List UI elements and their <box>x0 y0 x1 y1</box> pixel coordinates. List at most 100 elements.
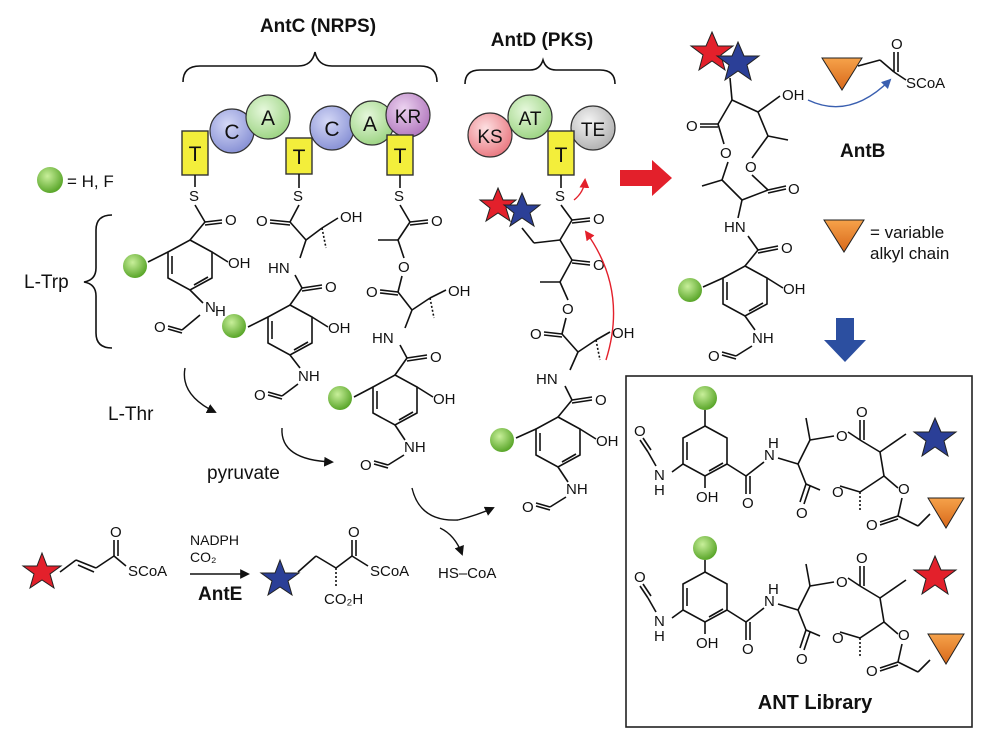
svg-text:OH: OH <box>433 391 456 408</box>
blue-star-icon <box>715 40 761 82</box>
svg-text:O: O <box>836 428 848 445</box>
green-dot-icon <box>693 386 717 410</box>
structure-3: S O O O OH HN O OH NH O <box>328 175 471 474</box>
label-thr: L-Thr <box>108 404 154 425</box>
big-blue-arrow <box>824 318 866 362</box>
orange-triangle-icon <box>927 633 965 665</box>
svg-text:N: N <box>654 467 665 484</box>
red-curved-arrow <box>584 230 615 361</box>
svg-text:CO₂H: CO₂H <box>324 591 363 608</box>
structure-1: S O OH N H O <box>123 175 251 336</box>
orange-triangle-icon <box>927 497 965 529</box>
blue-star-icon <box>912 416 958 458</box>
svg-text:S: S <box>394 188 404 205</box>
svg-text:O: O <box>225 212 237 229</box>
svg-text:OH: OH <box>596 433 619 450</box>
red-release-arrow <box>573 178 590 201</box>
svg-text:OH: OH <box>782 87 805 104</box>
legend-triangle-text-2: alkyl chain <box>870 244 949 263</box>
svg-text:O: O <box>530 326 542 343</box>
label-co2: CO₂ <box>190 549 216 565</box>
svg-text:O: O <box>686 118 698 135</box>
svg-text:N: N <box>764 447 775 464</box>
svg-text:NH: NH <box>298 368 320 385</box>
blue-star-icon <box>259 558 301 597</box>
domain-label-c1: C <box>224 121 239 144</box>
svg-text:N: N <box>764 593 775 610</box>
svg-text:O: O <box>562 301 574 318</box>
big-red-arrow <box>620 160 672 196</box>
legend-triangle-text-1: = variable <box>870 223 944 242</box>
green-dot-icon <box>693 536 717 560</box>
green-dot-icon <box>678 278 702 302</box>
svg-text:O: O <box>348 524 360 541</box>
thr-arrow <box>183 367 217 413</box>
antb-curved-arrow <box>807 78 892 108</box>
legend-green-dot-text: = H, F <box>67 172 114 191</box>
svg-text:HN: HN <box>724 219 746 236</box>
svg-text:OH: OH <box>448 283 471 300</box>
svg-text:OH: OH <box>783 281 806 298</box>
antb-intermediate: OH O O O O HN O OH NH <box>678 30 806 365</box>
label-antb: AntB <box>840 141 885 162</box>
svg-text:OH: OH <box>612 325 635 342</box>
svg-text:H: H <box>654 482 665 499</box>
green-dot-icon <box>123 254 147 278</box>
svg-text:O: O <box>796 651 808 668</box>
red-star-icon <box>478 186 518 223</box>
svg-text:OH: OH <box>328 320 351 337</box>
domain-label-a2: A <box>363 113 377 136</box>
domain-at <box>507 94 553 140</box>
svg-text:NH: NH <box>752 330 774 347</box>
extender-arrow-curve <box>411 487 459 521</box>
svg-text:O: O <box>595 392 607 409</box>
svg-text:O: O <box>742 495 754 512</box>
label-ante: AntE <box>198 584 242 605</box>
svg-text:S: S <box>555 188 565 205</box>
hscoa-arrow <box>439 527 464 556</box>
svg-text:SCoA: SCoA <box>370 563 409 580</box>
antc-brace <box>182 51 438 83</box>
structure-2: S O OH HN O OH NH O <box>222 174 363 404</box>
svg-text:O: O <box>891 36 903 53</box>
svg-text:HN: HN <box>268 260 290 277</box>
red-star-icon <box>912 554 958 596</box>
svg-text:O: O <box>832 484 844 501</box>
legend-green-dot-icon <box>37 167 63 193</box>
svg-text:O: O <box>866 517 878 534</box>
library-compound-b: OH N H O O N H O O O O O <box>634 536 965 680</box>
svg-text:O: O <box>325 279 337 296</box>
svg-text:SCoA: SCoA <box>128 563 167 580</box>
antb-substrate: O SCoA <box>821 36 945 92</box>
green-dot-icon <box>328 386 352 410</box>
library-compound-a: OH N H O O N H O O O O O <box>634 386 965 534</box>
svg-text:O: O <box>898 481 910 498</box>
svg-text:O: O <box>256 213 268 230</box>
domain-label-a1: A <box>261 107 275 130</box>
domain-ks <box>467 112 513 158</box>
svg-text:O: O <box>431 213 443 230</box>
svg-text:O: O <box>720 145 732 162</box>
svg-text:O: O <box>856 550 868 567</box>
svg-text:O: O <box>866 663 878 680</box>
svg-text:O: O <box>522 499 534 516</box>
ant-library-box <box>625 375 973 728</box>
svg-text:H: H <box>768 435 779 452</box>
svg-text:OH: OH <box>228 255 251 272</box>
domain-label-c2: C <box>324 118 339 141</box>
svg-text:NH: NH <box>566 481 588 498</box>
domain-t3 <box>386 134 414 176</box>
svg-text:N: N <box>654 613 665 630</box>
svg-text:O: O <box>898 627 910 644</box>
svg-text:HN: HN <box>372 330 394 347</box>
svg-text:O: O <box>360 457 372 474</box>
label-pyruvate: pyruvate <box>207 463 280 484</box>
svg-text:O: O <box>856 404 868 421</box>
label-hscoa: HS–CoA <box>438 565 496 582</box>
domain-label-te: TE <box>581 120 605 141</box>
svg-text:O: O <box>430 349 442 366</box>
svg-text:N: N <box>205 299 216 316</box>
svg-text:S: S <box>293 188 303 205</box>
svg-text:O: O <box>634 423 646 440</box>
